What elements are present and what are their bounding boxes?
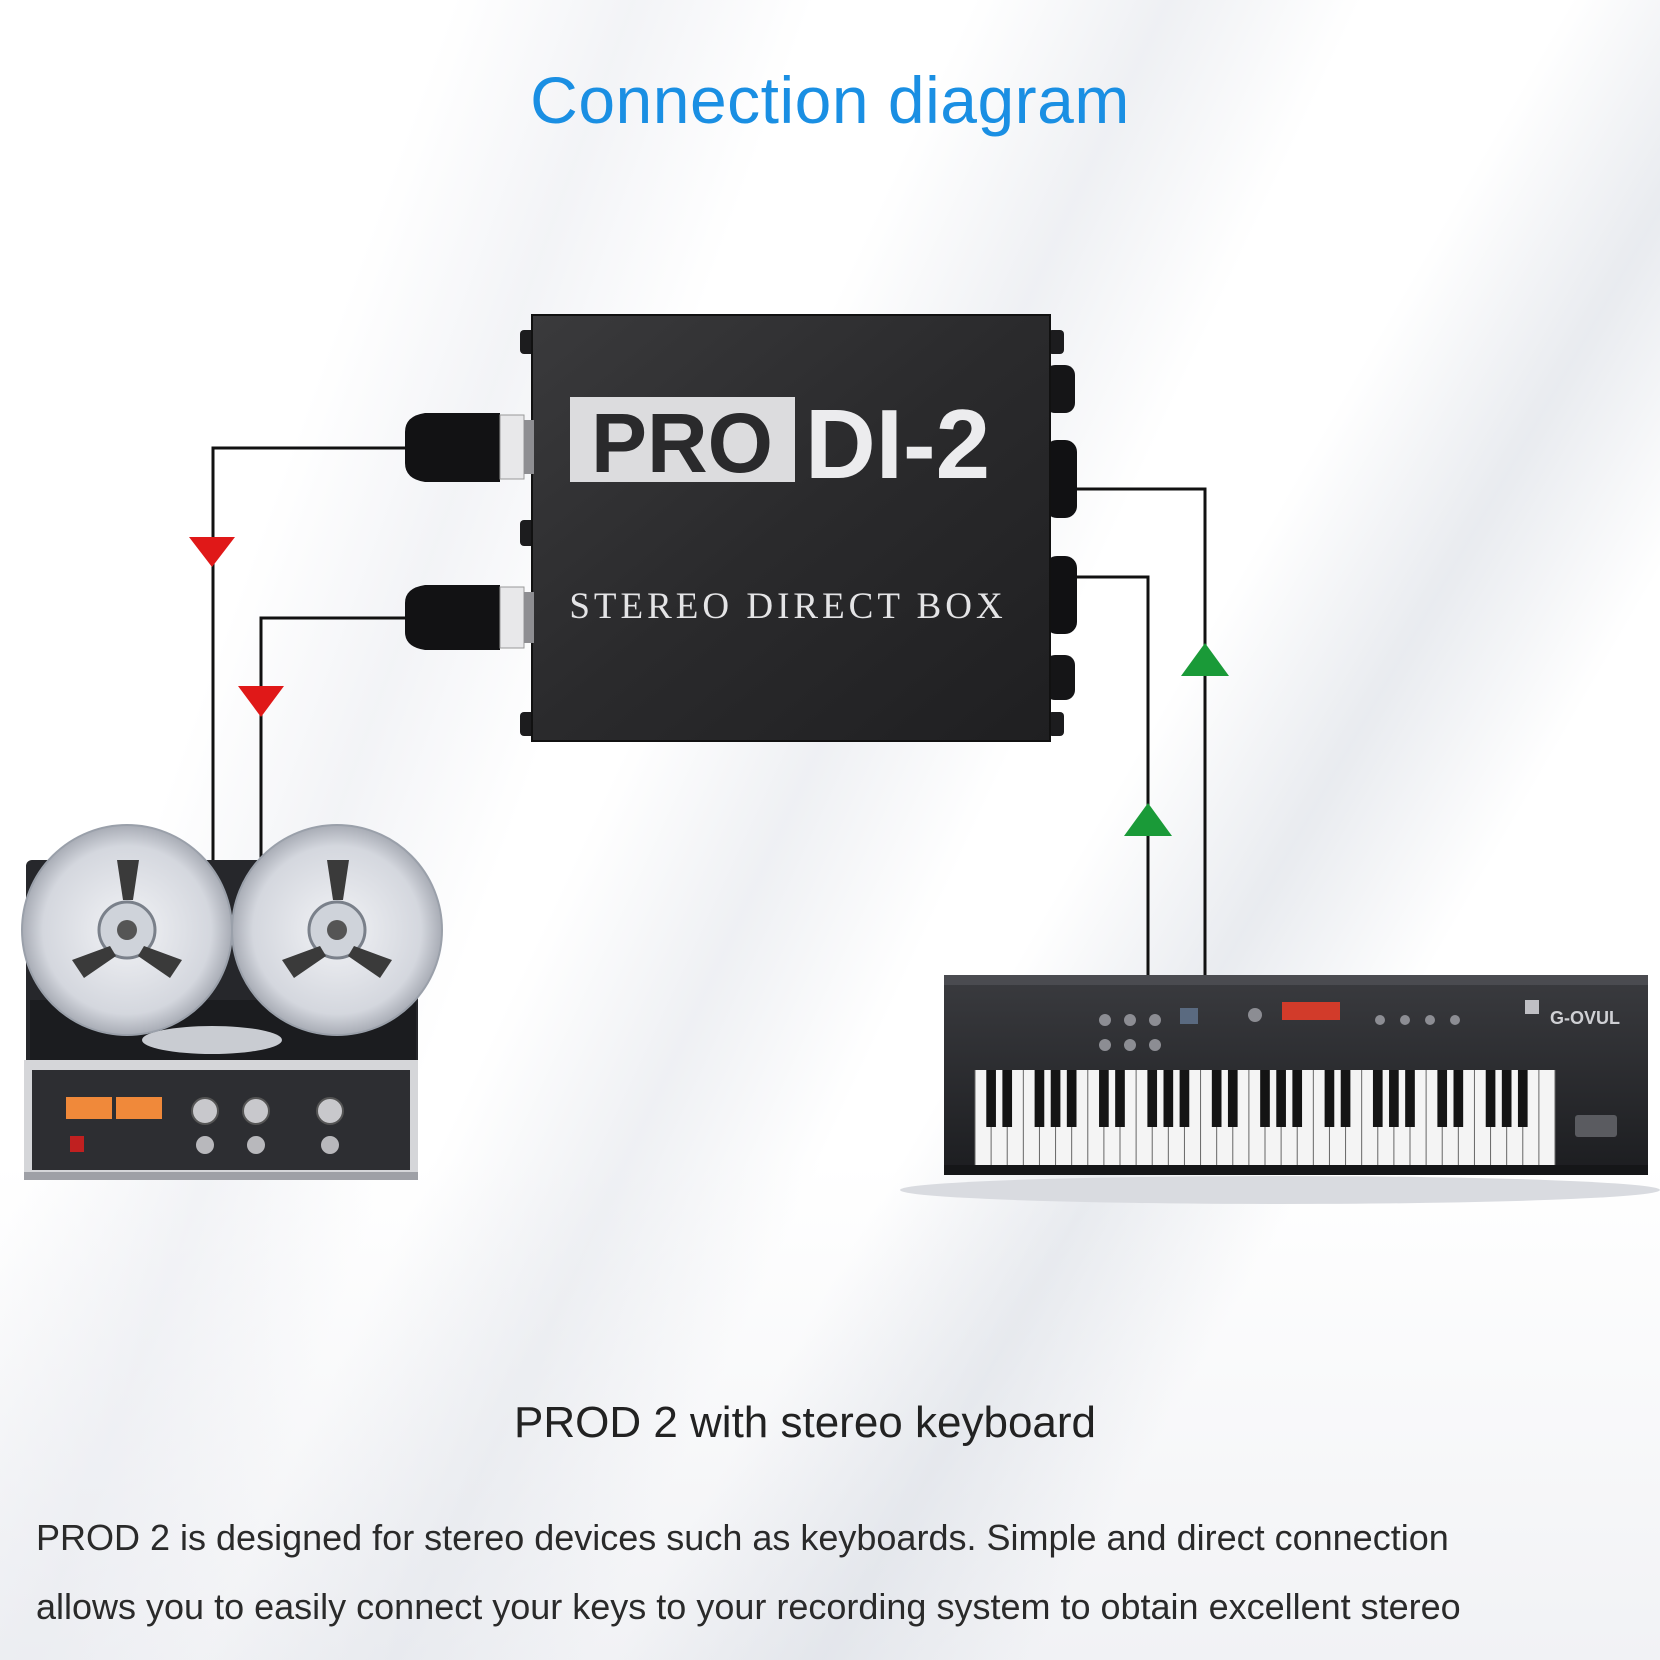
xlr-connector-top [405,413,534,482]
black-key [1099,1070,1109,1127]
black-key [1260,1070,1270,1127]
black-key [1034,1070,1045,1127]
xlr-connector-bottom [405,585,534,650]
arrow-down-red-1 [189,537,235,567]
black-key [1437,1070,1448,1127]
logo-di-text: DI-2 [805,389,990,499]
device-label: STEREO DIRECT BOX [569,586,1006,627]
black-key [1405,1070,1415,1127]
keyboard-synth: G-OVUL [900,975,1660,1204]
tape-recorder [21,824,443,1180]
arrow-down-red-2 [238,686,284,717]
diagram-title: Connection diagram [530,63,1130,137]
black-key [1227,1070,1238,1127]
di-box-device: PRO DI-2 STEREO DIRECT BOX [405,314,1077,742]
black-key [1501,1070,1512,1127]
black-key [986,1070,996,1127]
cable-right-outer [1075,487,1207,975]
black-key [1276,1070,1286,1127]
description: PROD 2 is designed for stereo devices su… [36,1503,1636,1641]
cable-left-inner [259,616,405,862]
black-key [1002,1070,1013,1127]
black-key [1050,1070,1061,1127]
black-key [1340,1070,1351,1127]
keyboard-brand-text: G-OVUL [1550,1008,1620,1028]
reel-left [21,824,233,1036]
black-key [1179,1070,1190,1127]
arrow-up-green-1 [1181,643,1229,676]
black-key [1163,1070,1174,1127]
black-key [1147,1070,1158,1127]
black-key [1389,1070,1399,1127]
caption: PROD 2 with stereo keyboard [513,1398,1097,1447]
logo-pro-text: PRO [591,396,773,490]
description-line: allows you to easily connect your keys t… [36,1586,1461,1627]
description-line: PROD 2 is designed for stereo devices su… [36,1517,1449,1558]
black-key [1292,1070,1303,1127]
black-key [1211,1070,1222,1127]
black-key [1115,1070,1125,1127]
black-key [1517,1070,1528,1127]
black-key [1066,1070,1077,1127]
signal-arrows [189,537,1229,836]
arrow-up-green-2 [1124,803,1172,836]
cable-right-inner [1075,575,1150,975]
cable-left-outer [211,446,405,862]
cables [211,446,1207,975]
black-key [1372,1070,1383,1127]
reel-right [231,824,443,1036]
piano-keys [974,1070,1556,1165]
black-key [1324,1070,1335,1127]
black-key [1485,1070,1496,1127]
black-key [1453,1070,1464,1127]
